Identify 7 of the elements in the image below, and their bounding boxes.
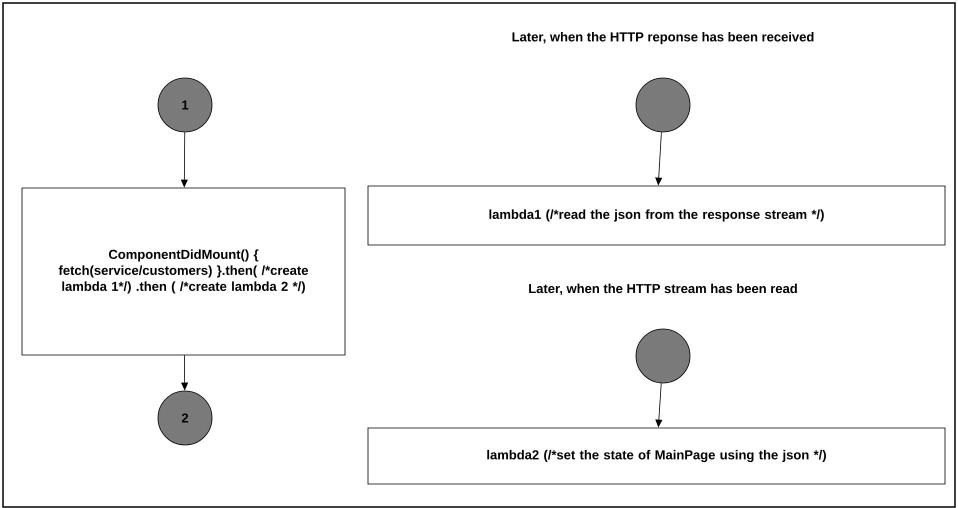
- process-box: lambda1 (/*read the json from the response stream */): [368, 186, 946, 246]
- step-circle: [636, 328, 690, 384]
- process-box: lambda2 (/*set the state of MainPage using the json */): [368, 428, 946, 484]
- step-circle: [636, 78, 690, 132]
- note-text: Later, when the HTTP reponse has been received: [512, 32, 814, 44]
- note-text: Later, when the HTTP stream has been read: [529, 284, 797, 296]
- process-box: ComponentDidMount() { fetch(service/customers) }.then( /*create lambda 1*/) .then ( /*create lambda 2 */): [22, 188, 346, 356]
